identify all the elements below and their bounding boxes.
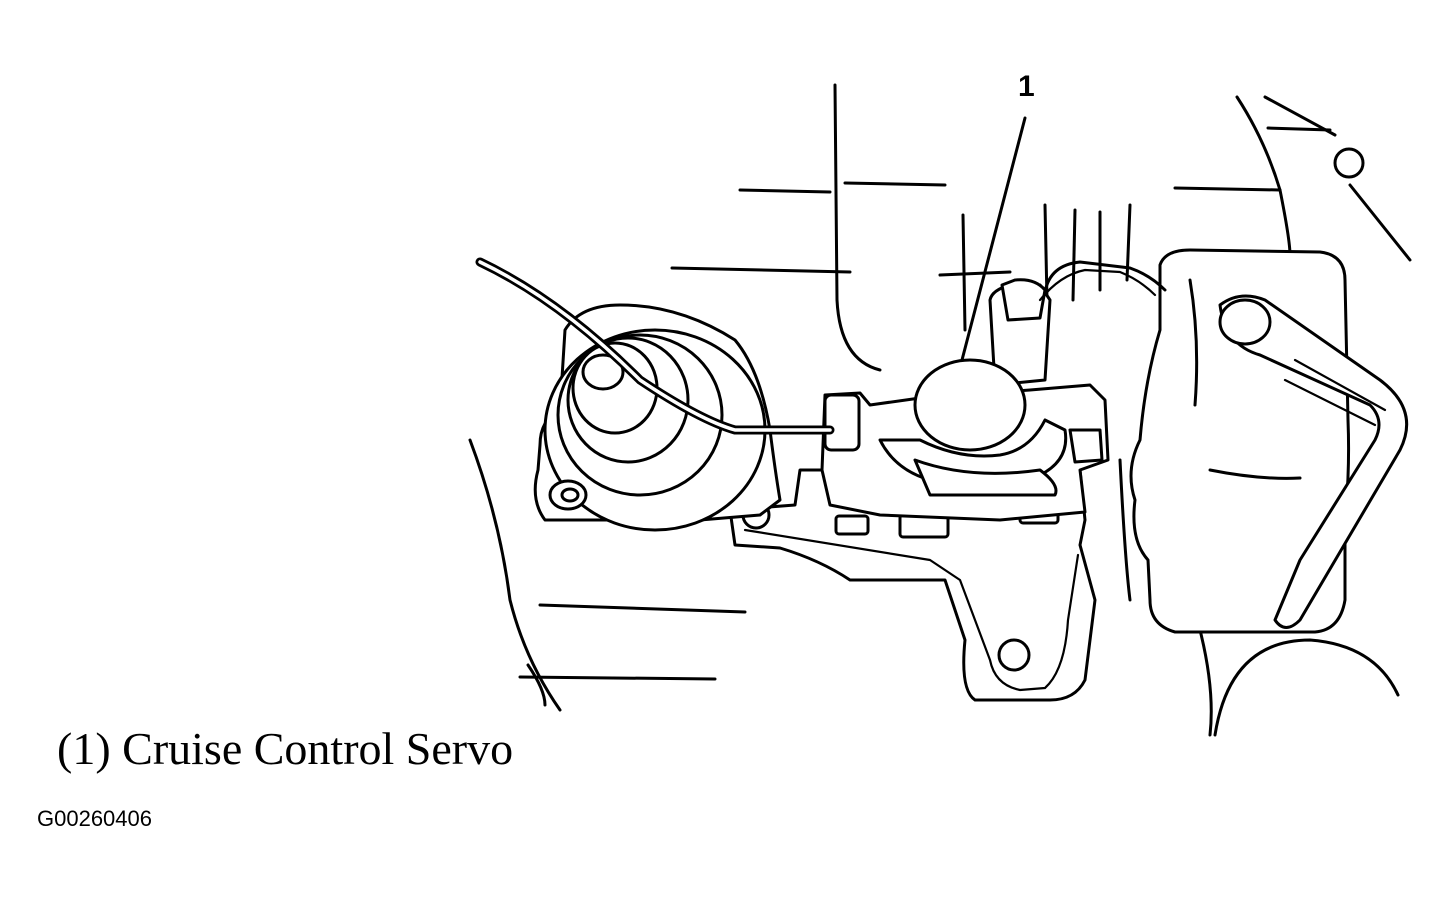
firewall-grommet — [533, 303, 782, 532]
diagram-caption: (1) Cruise Control Servo — [57, 723, 514, 774]
callout-number: 1 — [1018, 70, 1035, 103]
reservoir-tank — [1129, 248, 1409, 634]
servo-body — [820, 260, 1167, 522]
figure-id: G00260406 — [37, 806, 152, 831]
servo-cable — [475, 257, 835, 435]
callout-leader-line — [960, 116, 1027, 362]
engine-compartment-lines — [468, 83, 1412, 737]
